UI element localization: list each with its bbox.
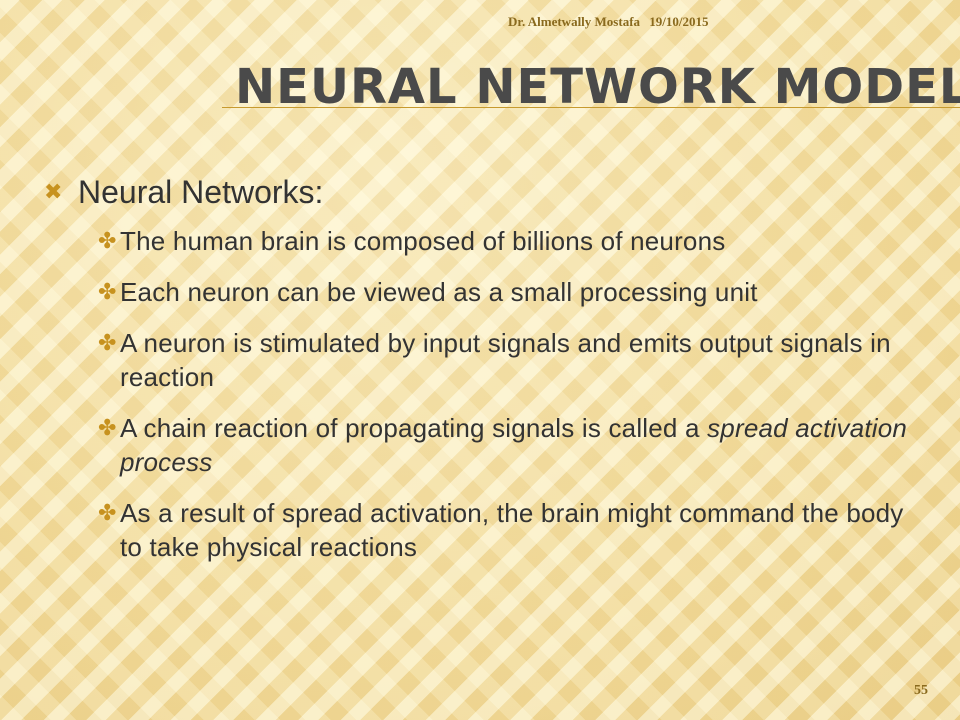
list-item-emphasis: spread activation process [120, 413, 908, 477]
slide-title: NEURAL NETWORK MODEL [235, 59, 960, 115]
page-number: 55 [914, 683, 928, 698]
sub-bullet-list: ✤ The human brain is composed of billion… [98, 224, 914, 564]
list-item-text-plain: A chain reaction of propagating signals … [120, 413, 708, 443]
list-item-text: A chain reaction of propagating signals … [120, 411, 914, 479]
slide-header-info: Dr. Almetwally Mostafa 19/10/2015 [508, 14, 715, 30]
list-item-text: The human brain is composed of billions … [120, 226, 726, 256]
plus-bullet-icon: ✤ [98, 330, 117, 355]
list-item: ✤ A neuron is stimulated by input signal… [98, 326, 914, 394]
list-item-text: Each neuron can be viewed as a small pro… [120, 277, 758, 307]
plus-bullet-icon: ✤ [98, 279, 117, 304]
plus-bullet-icon: ✤ [98, 415, 117, 440]
list-item-text: A neuron is stimulated by input signals … [120, 328, 891, 392]
list-item-text: As a result of spread activation, the br… [120, 498, 904, 562]
heading-bullet: ✖ Neural Networks: [44, 170, 914, 214]
title-underline [222, 107, 960, 108]
slide-date: 19/10/2015 [649, 14, 709, 29]
slide-content: ✖ Neural Networks: ✤ The human brain is … [44, 170, 914, 581]
x-bullet-icon: ✖ [44, 179, 63, 204]
author-name: Dr. Almetwally Mostafa [508, 14, 641, 29]
plus-bullet-icon: ✤ [98, 500, 117, 525]
plus-bullet-icon: ✤ [98, 228, 117, 253]
heading-text: Neural Networks: [78, 174, 324, 210]
list-item: ✤ The human brain is composed of billion… [98, 224, 914, 258]
list-item: ✤ As a result of spread activation, the … [98, 496, 914, 564]
list-item: ✤ Each neuron can be viewed as a small p… [98, 275, 914, 309]
list-item: ✤ A chain reaction of propagating signal… [98, 411, 914, 479]
